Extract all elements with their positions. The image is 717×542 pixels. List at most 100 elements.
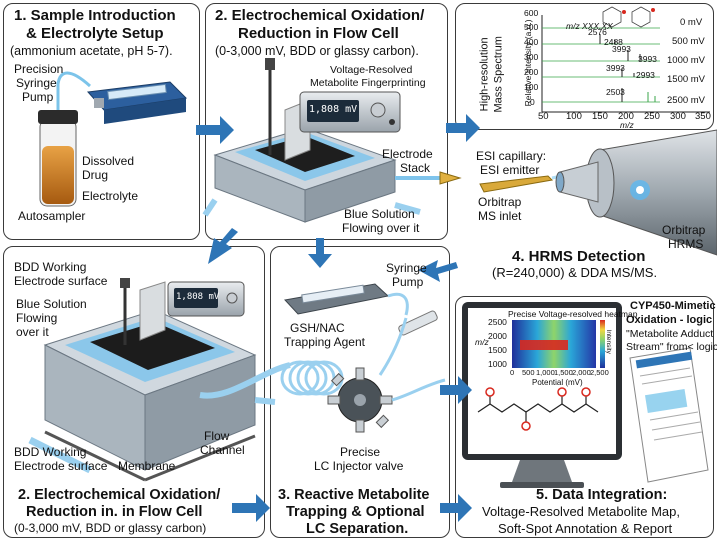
gsh-label-line1: GSH/NAC [290, 321, 345, 335]
heatmap-ytick-1500: 1500 [488, 345, 507, 355]
cyp-label-line1: CYP450-Mimetic [630, 300, 716, 312]
panel-sample-introduction [3, 3, 200, 240]
ms-trace-4-voltage: 2500 mV [667, 95, 706, 106]
arrow-2-to-ms [446, 114, 480, 142]
potentiostat-display-top: 1,808 mV [309, 104, 358, 115]
valve-label-line2: LC Injector valve [314, 459, 404, 473]
ms-formula: m/z XXX.XX [566, 21, 613, 31]
ms-xtick-250: 250 [644, 111, 660, 122]
arrow-2b-to-3 [232, 494, 270, 522]
panel-mass-spectrum [455, 3, 714, 130]
bdd-bottom-label-line2: Electrode surface [14, 459, 108, 473]
drug-label-line2: Drug [82, 168, 109, 182]
panel4-title: 4. HRMS Detection [512, 248, 646, 265]
heatmap-ytick-1000: 1000 [488, 359, 507, 369]
panel5-title-line2: Voltage-Resolved Metabolite Map, [482, 504, 681, 519]
ms-ylabel-line1: High-resolution [478, 37, 491, 112]
syringe-pump-icon [56, 71, 188, 124]
panel1-subtitle: (ammonium acetate, pH 5-7). [10, 44, 173, 58]
flow-cell-top-icon [202, 58, 462, 223]
ms-trace-0-voltage: 0 mV [680, 17, 703, 28]
ms-peak-3993-c: 3993 [606, 63, 625, 73]
cyp-label-line3: "Metabolite Adduct [626, 328, 714, 340]
panel2b-subtitle: (0-3,000 mV, BDD or glassy carbon) [14, 521, 207, 535]
gsh-label-line2: Trapping Agent [284, 335, 365, 349]
panel3-title-line1: 3. Reactive Metabolite [278, 487, 430, 503]
arrow-4-to-3 [418, 260, 458, 282]
heatmap-ytick-2000: 2000 [488, 331, 507, 341]
ms-ytick-0: 0 [530, 97, 535, 107]
sample-vial [38, 82, 78, 207]
esi-capillary-line2: ESI emitter [480, 163, 540, 177]
panel2-subtitle: (0-3,000 mV, BDD or glassy carbon). [215, 44, 419, 58]
syringe-label-line2: Pump [392, 275, 424, 289]
blue-solution-b-line1: Blue Solution [16, 297, 87, 311]
potentiostat-top [299, 91, 401, 133]
bdd-top-label-line2: Electrode surface [14, 274, 108, 288]
panel3-title-line2: Trapping & Optional [286, 504, 425, 520]
fingerprint-label-line2: Metabolite Fingerprinting [310, 77, 426, 89]
orbitrap-inlet-line1: Orbitrap [478, 195, 522, 209]
ms-xtick-50: 50 [538, 111, 549, 122]
ms-trace-1-voltage: 500 mV [672, 36, 705, 47]
ms-peak-2488: 2488 [604, 37, 623, 47]
heatmap-xtick-2000: 2,000 [572, 368, 591, 377]
blue-solution-label-line2: Flowing over it [342, 221, 420, 235]
ms-peak-3993-b: 3993 [638, 54, 657, 64]
panel2b-title-line2: Reduction in. in Flow Cell [26, 504, 203, 520]
report-document-icon [629, 347, 709, 483]
potentiostat-display-bottom: 1,808 mV [176, 292, 220, 302]
panel1-title-line1: 1. Sample Introduction [14, 7, 176, 24]
panel5-title-line1: 5. Data Integration: [536, 487, 668, 503]
arrow-2-to-2b [208, 228, 238, 264]
orbitrap-hrms-line1: Orbitrap [662, 223, 706, 237]
fingerprint-label-line1: Voltage-Resolved [330, 64, 413, 76]
flow-channel-line2: Channel [200, 443, 245, 457]
panel1-title-line2: & Electrolyte Setup [26, 25, 164, 42]
panel5-title-line3: Soft-Spot Annotation & Report [498, 521, 673, 536]
cyp-label-line2: Oxidation - logic [626, 314, 713, 326]
ms-ytick-600: 600 [524, 8, 539, 18]
ms-ytick-100: 100 [524, 82, 539, 92]
heatmap-title: Precise Voltage-resolved heatmap [508, 309, 638, 319]
panel2-title-line1: 2. Electrochemical Oxidation/ [215, 7, 425, 24]
ms-xtick-200: 200 [618, 111, 634, 122]
ms-xtick-350: 350 [695, 111, 711, 122]
heatmap-xlabel: Potential (mV) [532, 378, 583, 387]
arrow-3-to-5 [440, 494, 472, 522]
electrode-label-line2: Stack [400, 161, 431, 175]
electrode-label-line1: Electrode [382, 147, 433, 161]
syringe-pump-trapping [284, 283, 438, 336]
ms-ytick-200: 200 [524, 67, 539, 77]
orbitrap-instrument-icon [555, 129, 717, 256]
esi-capillary-line1: ESI capillary: [476, 149, 547, 163]
ms-ytick-300: 300 [524, 52, 539, 62]
heatmap-colorbar-label: Intensity [604, 329, 612, 354]
blue-solution-label-line1: Blue Solution [344, 207, 415, 221]
ms-xlabel: m/z [620, 120, 634, 130]
pump-label-line3: Pump [22, 90, 54, 104]
orbitrap-hrms-line2: HRMS [668, 237, 704, 251]
arrow-valve-to-data [440, 376, 472, 404]
ms-peak-3993-a: 3993 [612, 44, 631, 54]
membrane-label: Membrane [118, 459, 176, 473]
flow-channel-line1: Flow [204, 429, 230, 443]
panel2-title-line2: Reduction in Flow Cell [238, 25, 399, 42]
drug-label-line1: Dissolved [82, 154, 135, 168]
pump-label-line2: Syringe [16, 76, 57, 90]
flow-cell-bottom-icon [28, 278, 291, 482]
mass-spectrum-plot [541, 6, 710, 113]
cyp-label-line4: Stream" from< logic [626, 341, 717, 353]
bdd-top-label-line1: BDD Working [14, 260, 87, 274]
panel4-subtitle: (R=240,000) & DDA MS/MS. [492, 265, 658, 280]
ms-peak-2993: 2993 [636, 70, 655, 80]
heatmap-xtick-500: 500 [522, 368, 535, 377]
ms-ytick-500: 500 [524, 22, 539, 32]
bdd-bottom-label-line1: BDD Working [14, 445, 87, 459]
heatmap-ylabel: m/z [475, 337, 489, 347]
syringe-label-line1: Syringe [386, 261, 427, 275]
heatmap-xtick-1000: 1,000 [536, 368, 555, 377]
ms-trace-3-voltage: 1500 mV [667, 74, 706, 85]
